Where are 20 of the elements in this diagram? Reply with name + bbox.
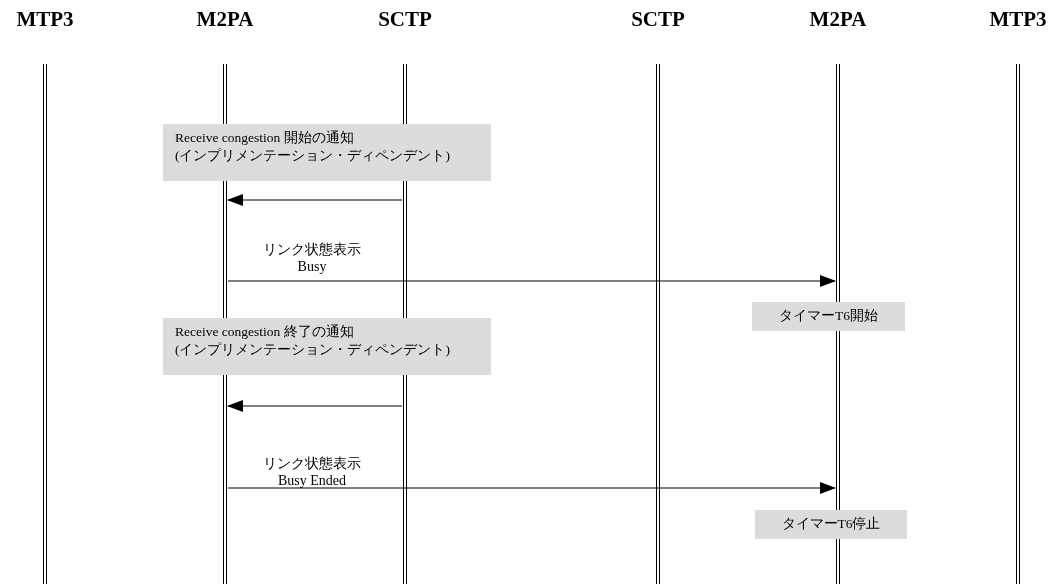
lifeline-header: MTP3 xyxy=(988,6,1048,32)
note-box xyxy=(752,302,905,331)
note-text: Receive congestion 開始の通知 (インプリメンテーション・ディペンデント) xyxy=(175,129,451,165)
note-box xyxy=(755,510,907,539)
message-arrow xyxy=(227,194,403,206)
note-box xyxy=(163,124,491,181)
note-text: Receive congestion 終了の通知 (インプリメンテーション・ディペンデント) xyxy=(175,323,451,359)
note-text: タイマーT6開始 xyxy=(778,307,879,325)
lifeline-header: SCTP xyxy=(377,6,433,32)
lifeline-header: M2PA xyxy=(808,6,868,32)
edge-label: リンク状態表示 Busy xyxy=(262,241,362,275)
edge-label: リンク状態表示 Busy Ended xyxy=(262,455,362,489)
message-arrow xyxy=(227,400,403,412)
message-arrow xyxy=(227,275,836,287)
note-text: タイマーT6停止 xyxy=(780,515,882,533)
message-arrow xyxy=(227,482,836,494)
lifeline-header: SCTP xyxy=(630,6,686,32)
lifeline-header: M2PA xyxy=(195,6,255,32)
note-box xyxy=(163,318,491,375)
lifeline-header: MTP3 xyxy=(15,6,75,32)
